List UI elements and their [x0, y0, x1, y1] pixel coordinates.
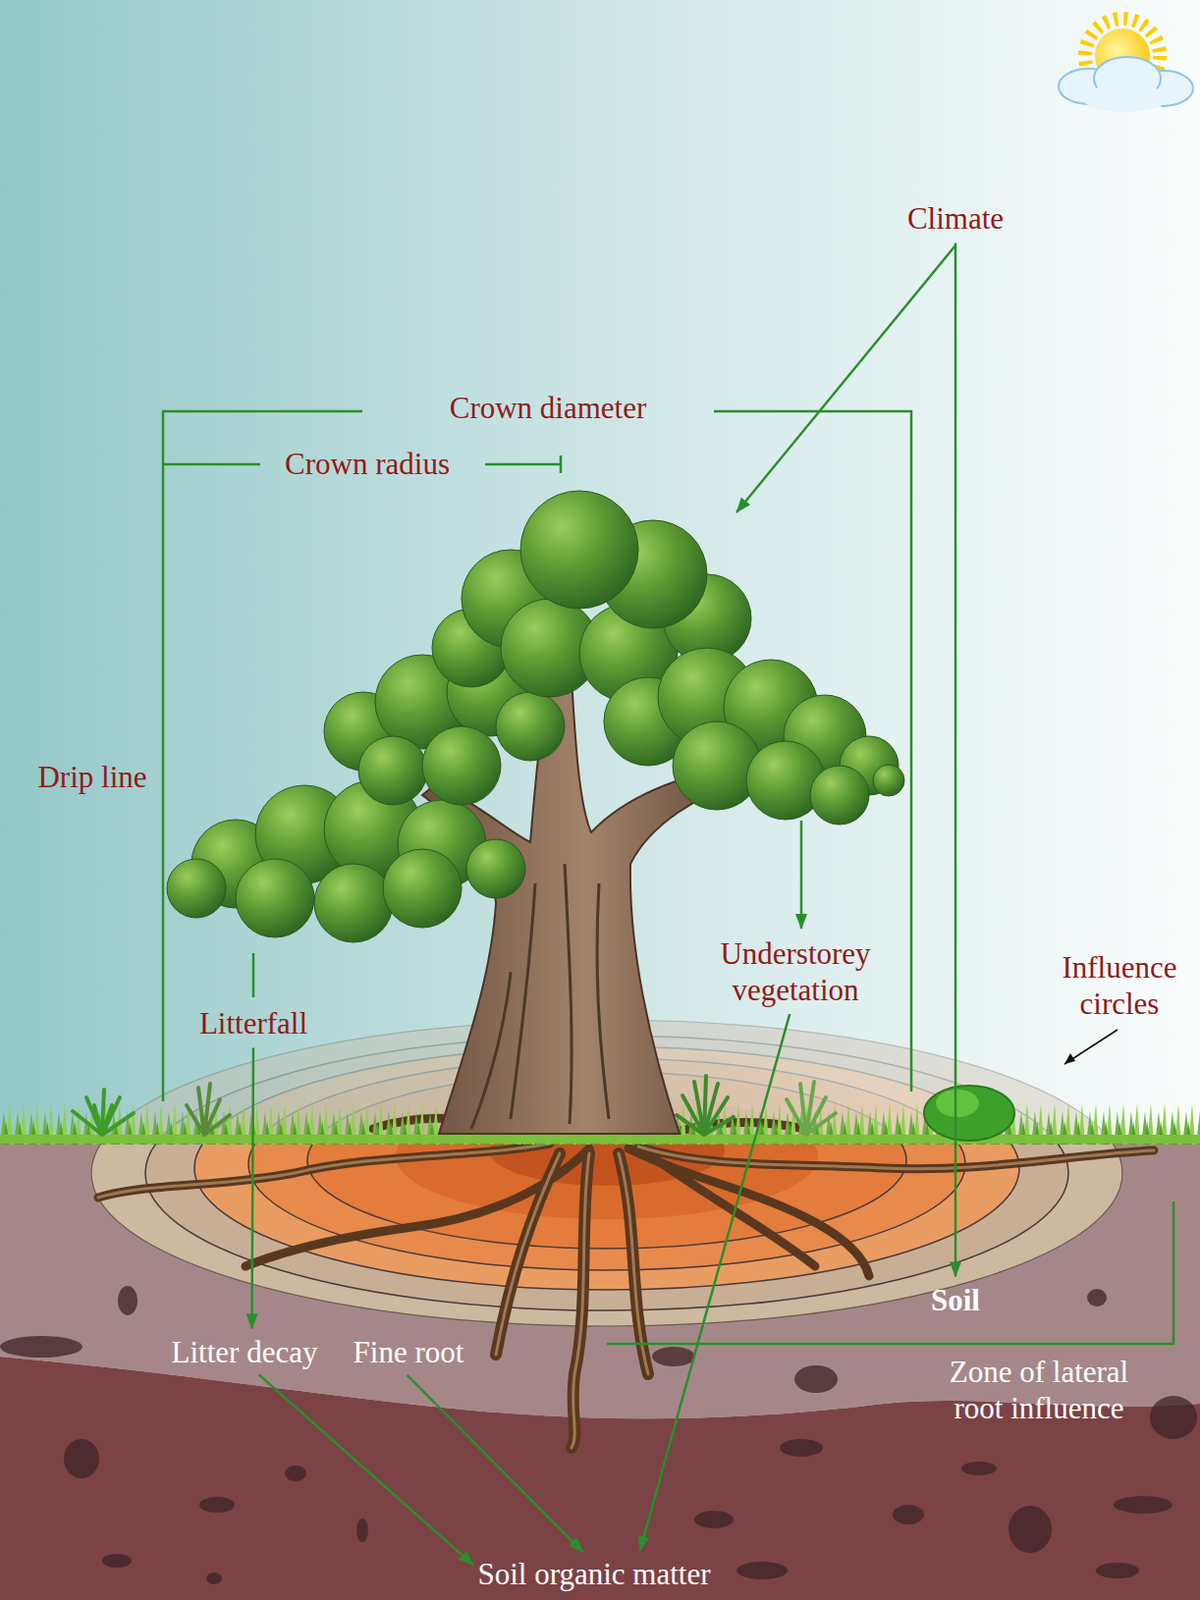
leaf-cluster	[466, 839, 526, 899]
text-node: Litter decay	[171, 1334, 319, 1371]
leaf-cluster	[382, 849, 462, 928]
canopy-understorey-arrow	[800, 820, 804, 929]
stone	[0, 1336, 83, 1359]
shrub-blades	[186, 1084, 230, 1136]
litterfall-stub	[252, 953, 256, 998]
part-label: Crown diameter	[449, 389, 648, 427]
shrub	[786, 1082, 836, 1136]
sky	[0, 0, 1200, 1144]
node-text: Litter decay	[171, 1334, 319, 1371]
flow-arrow	[259, 1375, 474, 1567]
leaf-cluster	[495, 692, 565, 762]
stone	[206, 1573, 222, 1585]
lateral-root	[98, 1144, 550, 1199]
node-text: Fine root	[353, 1334, 465, 1371]
stone	[1113, 1496, 1173, 1515]
stone	[694, 1511, 734, 1529]
stone	[284, 1466, 307, 1482]
flow-arrow	[954, 243, 958, 1278]
round-bush	[924, 1086, 1015, 1142]
stone	[199, 1497, 235, 1514]
part-label: Crown radius	[284, 445, 450, 483]
stone	[794, 1365, 838, 1394]
lateral-root	[638, 1146, 1154, 1170]
stone	[102, 1554, 132, 1569]
shrub	[72, 1090, 134, 1136]
node-text: Climate	[907, 200, 1004, 237]
shrub	[676, 1076, 734, 1136]
stone	[1149, 1396, 1198, 1440]
grass-base	[0, 1135, 1200, 1145]
cloud	[1082, 84, 1169, 112]
leaf-cluster	[358, 736, 428, 806]
part-label: Zone of lateral root influence	[933, 1354, 1146, 1427]
leaf-cluster	[166, 859, 226, 919]
stone	[117, 1286, 138, 1316]
leaf-cluster	[314, 864, 393, 943]
dimension-brackets	[163, 245, 1174, 1345]
stone	[779, 1439, 823, 1458]
influence-pointer	[1064, 1030, 1118, 1065]
stone	[736, 1562, 788, 1581]
shrub-blades	[72, 1090, 134, 1136]
text-node: Fine root	[353, 1334, 465, 1371]
root-highlight	[618, 1153, 649, 1375]
lateral-root-zone-bracket	[606, 1201, 1174, 1345]
leaf-cluster	[520, 490, 639, 609]
text-node: Soil	[930, 1282, 981, 1319]
part-label: Drip line	[37, 759, 147, 796]
node-text: Litterfall	[199, 1005, 308, 1042]
stone	[1008, 1506, 1052, 1554]
leaf-cluster	[422, 726, 501, 806]
crown-radius-bracket-left	[163, 463, 261, 467]
leaf-cluster	[810, 765, 870, 825]
flow-arrow	[640, 1014, 791, 1552]
tree-canopy	[166, 490, 905, 943]
shrub	[186, 1084, 230, 1136]
stone	[356, 1519, 369, 1543]
tap-root	[571, 1153, 590, 1449]
node-text: Soil	[930, 1282, 981, 1319]
root-highlight	[571, 1153, 590, 1449]
flow-arrow	[407, 1375, 584, 1553]
stone	[1087, 1289, 1107, 1308]
soil-stones	[0, 1286, 1198, 1585]
bark-texture	[471, 864, 609, 1130]
leaf-cluster	[872, 764, 905, 797]
leaf-cluster	[672, 721, 762, 811]
node-text: Soil organic matter	[477, 1556, 710, 1593]
part-label: Influence circles	[1055, 949, 1184, 1023]
crown-radius-bracket-right	[485, 455, 561, 474]
text-node: Understorey vegetation	[692, 935, 899, 1009]
root-highlight	[638, 1146, 1154, 1170]
text-node: Litterfall	[199, 1005, 308, 1042]
root-system	[98, 1118, 1154, 1449]
bush-highlight	[935, 1090, 980, 1118]
text-node: Climate	[907, 200, 1004, 237]
shrub-blades	[786, 1082, 836, 1136]
root-highlight	[98, 1144, 550, 1199]
stone	[892, 1505, 925, 1526]
root-highlight	[495, 1153, 560, 1356]
crown-diameter-bracket-left	[163, 411, 363, 1102]
leaf-cluster	[235, 859, 315, 938]
stone	[63, 1439, 100, 1479]
tap-root	[495, 1153, 560, 1356]
stone	[961, 1462, 997, 1476]
tap-root	[618, 1153, 649, 1375]
stone	[652, 1347, 696, 1367]
flow-arrow	[251, 1048, 253, 1330]
influence-pointer-head	[1064, 1053, 1076, 1065]
sun-icon	[1058, 18, 1194, 112]
text-node: Soil organic matter	[477, 1556, 710, 1593]
node-text: Understorey vegetation	[692, 935, 899, 1009]
stone	[1095, 1563, 1140, 1580]
shrub-blades	[676, 1076, 734, 1136]
climate-canopy-arrow	[736, 245, 956, 513]
